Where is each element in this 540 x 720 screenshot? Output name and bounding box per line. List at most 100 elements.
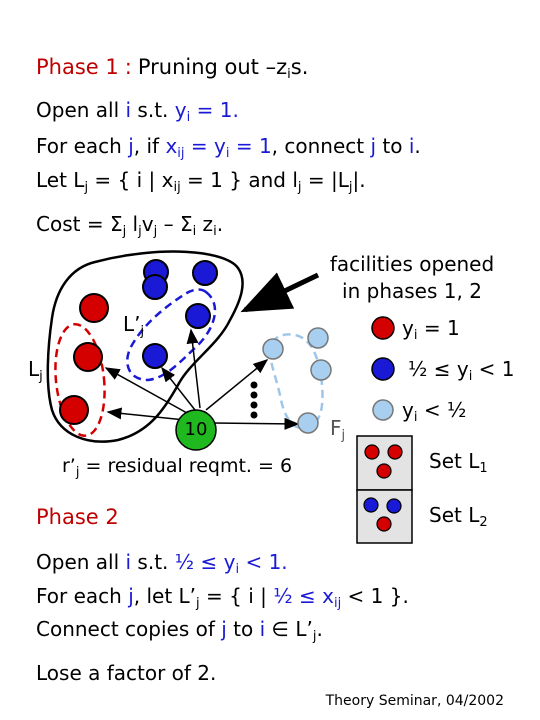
step2-j: j bbox=[128, 134, 134, 158]
residual-label: r’j = residual reqmt. = 6 bbox=[62, 455, 292, 480]
red-facility bbox=[59, 395, 89, 425]
phase2-step1: Open all i s.t. ½ ≤ yi < 1. bbox=[36, 550, 288, 577]
p2l2-a: For each bbox=[36, 584, 129, 608]
cost-e: z bbox=[196, 212, 214, 236]
legend-light-text: yi < ½ bbox=[402, 398, 466, 425]
legend-light-circle bbox=[372, 399, 394, 421]
set-l1-text: Set L bbox=[429, 449, 480, 473]
phase1-step3: Let Lj = { i | xij = 1 } and lj = |Lj|. bbox=[36, 168, 366, 195]
p2l1-i: i bbox=[125, 550, 132, 574]
p2l3-j: j bbox=[221, 617, 227, 641]
step3-d-sub: j bbox=[348, 180, 353, 195]
step2-c: = bbox=[184, 134, 214, 158]
lprime-sub: j bbox=[140, 324, 145, 339]
phase1-title-sub: i bbox=[287, 67, 291, 82]
p2l1-d: < 1. bbox=[239, 550, 288, 574]
p2l2-c: = { i | bbox=[199, 584, 274, 608]
cost-e-sub: i bbox=[213, 224, 217, 239]
p2l2-e: < 1 }. bbox=[341, 584, 409, 608]
cost-sigma2-sub: i bbox=[192, 224, 197, 239]
step2-e: to bbox=[376, 134, 409, 158]
p2l2-j: j bbox=[128, 584, 134, 608]
p2l3-c: ∈ L’ bbox=[265, 617, 313, 641]
p2l1-sub: i bbox=[235, 562, 240, 577]
annotation-line2: in phases 1, 2 bbox=[342, 279, 482, 303]
legend-red-rest: = 1 bbox=[417, 316, 460, 340]
step2-x: x bbox=[165, 134, 178, 158]
step3-c-sub: j bbox=[297, 180, 302, 195]
p2l3-i: i bbox=[259, 617, 266, 641]
cost-c: v bbox=[141, 212, 154, 236]
legend-blue-circle bbox=[371, 357, 395, 381]
phase2-step2: For each j, let L’j = { i | ½ ≤ xij < 1 … bbox=[36, 584, 409, 611]
p2l1-c: ½ ≤ y bbox=[174, 550, 236, 574]
lprime-dashed-loop bbox=[126, 288, 217, 382]
phase1-title-end: s. bbox=[290, 55, 309, 79]
legend-blue-sub: i bbox=[468, 369, 473, 384]
blue-facility bbox=[192, 260, 218, 286]
set-l2-label: Set L2 bbox=[429, 503, 488, 530]
phase2-label: Phase 2 bbox=[36, 505, 119, 529]
cost-a: Cost = bbox=[36, 212, 110, 236]
p2l2-d: ½ ≤ x bbox=[273, 584, 334, 608]
step2-f: . bbox=[414, 134, 421, 158]
light-facility bbox=[262, 338, 284, 360]
red-facility bbox=[73, 342, 103, 372]
step1-i: i bbox=[125, 98, 132, 122]
annotation-arrow bbox=[240, 272, 320, 313]
step3-e: |. bbox=[352, 168, 366, 192]
fj-sub: j bbox=[341, 428, 346, 443]
step2-y: y bbox=[214, 134, 226, 158]
ellipsis-dots bbox=[250, 381, 258, 419]
step1-c: = 1. bbox=[190, 98, 239, 122]
light-facility bbox=[307, 327, 329, 349]
legend-blue-pre: ½ ≤ y bbox=[408, 357, 469, 381]
red-facilities bbox=[59, 293, 109, 425]
fj-text: F bbox=[330, 416, 342, 440]
fj-dashed-loop bbox=[268, 333, 324, 430]
blue-facilities bbox=[142, 259, 218, 369]
legend-light-rest: < ½ bbox=[417, 398, 467, 422]
step1-y-sub: i bbox=[186, 110, 191, 125]
step2-y-sub: i bbox=[225, 146, 230, 161]
lj-sub: j bbox=[39, 369, 43, 384]
light-facilities bbox=[262, 327, 332, 434]
phase1-colon: : bbox=[124, 55, 132, 79]
client-label: 10 bbox=[184, 419, 208, 440]
step1-b: s.t. bbox=[131, 98, 175, 122]
annotation-line1: facilities opened bbox=[329, 252, 495, 276]
lj-text: L bbox=[28, 357, 40, 381]
legend-red-sub: i bbox=[413, 328, 418, 343]
blue-facility bbox=[142, 274, 168, 300]
residual-r: r’ bbox=[62, 455, 76, 477]
step3-b: = { i | x bbox=[88, 168, 174, 192]
legend-light-y: y bbox=[402, 398, 414, 422]
p2l1-b: s.t. bbox=[131, 550, 175, 574]
step2-d-eq: = 1 bbox=[229, 134, 272, 158]
step3-d: = |L bbox=[301, 168, 349, 192]
legend-blue-text: ½ ≤ yi < 1 bbox=[408, 357, 515, 384]
p2l3-sub: j bbox=[312, 629, 317, 644]
client-arrows bbox=[104, 328, 300, 430]
legend-red-y: y bbox=[402, 316, 414, 340]
p2l3-a: Connect copies of bbox=[36, 617, 222, 641]
step3-b-sub: ij bbox=[173, 180, 181, 195]
set-l1-box bbox=[356, 435, 413, 491]
legend-light-sub: i bbox=[413, 410, 418, 425]
client-node bbox=[175, 409, 217, 451]
cost-sigma1-sub: j bbox=[122, 224, 127, 239]
p2l2-sub: j bbox=[196, 596, 200, 611]
light-facility bbox=[297, 412, 319, 434]
residual-rest: = residual reqmt. = 6 bbox=[79, 455, 293, 477]
red-facility bbox=[79, 293, 109, 323]
conclusion: Lose a factor of 2. bbox=[36, 661, 217, 685]
step2-j2: j bbox=[370, 134, 377, 158]
step2-b: , if bbox=[133, 134, 166, 158]
cost-c-sub: j bbox=[153, 224, 158, 239]
cost-b-sub: j bbox=[138, 224, 142, 239]
step3-a: Let L bbox=[36, 168, 85, 192]
phase1-step1: Open all i s.t. yi = 1. bbox=[36, 98, 239, 125]
step3-c: = 1 } and l bbox=[180, 168, 298, 192]
phase1-step2: For each j, if xij = yi = 1, connect j t… bbox=[36, 134, 421, 161]
red-dashed-loop bbox=[54, 323, 106, 437]
